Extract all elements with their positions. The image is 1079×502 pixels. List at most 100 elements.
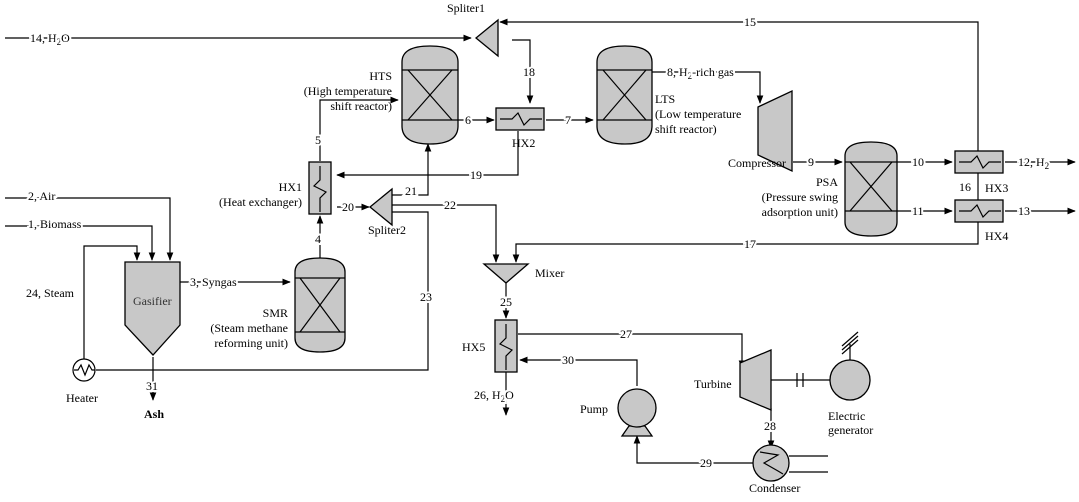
- stream-10-label: 10: [912, 155, 924, 169]
- stream-29-label: 29: [700, 456, 712, 470]
- smr-name-label: SMR: [263, 306, 288, 320]
- stream-15-line: [499, 18, 979, 153]
- smr-desc-line2: reforming unit): [214, 336, 288, 350]
- hts-reactor: [401, 45, 459, 145]
- stream-12-label: 12, H2: [1018, 155, 1049, 171]
- turbine-label: Turbine: [694, 377, 732, 391]
- gasifier-shape: [124, 261, 181, 356]
- hx5-exchanger: [494, 319, 518, 373]
- unit-labels: Spliter1 Spliter2 HTS (High temperature …: [66, 1, 1008, 495]
- stream-30-label: 30: [562, 353, 574, 367]
- hx2-label: HX2: [512, 136, 535, 150]
- hx5-label: HX5: [462, 340, 485, 354]
- hts-desc-line1: (High temperature: [304, 84, 392, 98]
- stream-19-line: [336, 131, 519, 179]
- stream-17-line: [512, 222, 979, 263]
- stream-21-line: [391, 143, 432, 196]
- stream-29-line: [633, 435, 753, 464]
- stream-21-label: 21: [405, 184, 417, 198]
- lts-desc-line2: shift reactor): [655, 122, 717, 136]
- stream-1-label: 1, Biomass: [28, 217, 82, 231]
- hx4-exchanger: [954, 199, 1004, 223]
- stream-25-label: 25: [500, 295, 512, 309]
- stream-5-label: 5: [315, 133, 321, 147]
- hx2-exchanger: [495, 107, 545, 131]
- stream-31-label: 31: [146, 379, 158, 393]
- stream-14-label: 14, H2O: [30, 31, 70, 47]
- stream-20-label: 20: [342, 200, 354, 214]
- hts-desc-line2: shift reactor): [330, 99, 392, 113]
- stream-17-label: 17: [744, 237, 756, 251]
- stream-4-label: 4: [315, 232, 321, 246]
- psa-desc-line2: adsorption unit): [762, 205, 838, 219]
- stream-6-label: 6: [465, 113, 471, 127]
- turbine-shape: [739, 349, 772, 411]
- stream-5-line: [319, 96, 399, 161]
- stream-22-label: 22: [444, 198, 456, 212]
- stream-3-label: 3, Syngas: [190, 275, 237, 289]
- stream-22-line: [391, 204, 500, 263]
- psa-desc-line1: (Pressure swing: [762, 190, 838, 204]
- pump: [617, 388, 657, 437]
- lts-name-label: LTS: [655, 92, 675, 106]
- psa-unit: [844, 141, 898, 237]
- hx4-label: HX4: [985, 229, 1008, 243]
- lts-reactor: [596, 45, 653, 145]
- hx3-exchanger: [954, 150, 1004, 174]
- heater: [72, 358, 96, 382]
- hts-name-label: HTS: [369, 69, 392, 83]
- stream-2-line: [5, 197, 174, 261]
- stream-30-line: [519, 356, 638, 386]
- stream-26-label: 26, H2O: [474, 388, 514, 404]
- hx3-label: HX3: [985, 181, 1008, 195]
- stream-labels: 2, Air 1, Biomass 3, Syngas 4 5 6 7 8, H…: [24, 13, 1051, 472]
- stream-1-line: [5, 225, 156, 261]
- gasifier-label: Gasifier: [133, 294, 172, 308]
- stream-2-label: 2, Air: [28, 189, 55, 203]
- stream-9-label: 9: [808, 155, 814, 169]
- pump-label: Pump: [580, 402, 608, 416]
- spliter1-label: Spliter1: [447, 1, 485, 15]
- electric-generator: [829, 331, 871, 401]
- spliter2-shape: [368, 187, 393, 227]
- condenser-label: Condenser: [749, 481, 800, 495]
- stream-8-label: 8, H2-rich gas: [667, 65, 734, 81]
- condenser: [752, 444, 790, 482]
- stream-lines: [5, 18, 1076, 473]
- smr-unit: [294, 257, 346, 353]
- hx1-exchanger: [308, 161, 332, 215]
- compressor-shape: [757, 89, 793, 173]
- stream-27-line: [518, 333, 746, 369]
- hx1-name-label: HX1: [279, 180, 302, 194]
- mixer-shape: [482, 263, 530, 284]
- stream-18-line: [512, 39, 534, 104]
- stream-23-line: [96, 211, 429, 371]
- compressor-label: Compressor: [728, 156, 786, 170]
- stream-28-label: 28: [764, 419, 776, 433]
- stream-24-line: [83, 245, 141, 359]
- mixer-label: Mixer: [535, 266, 564, 280]
- stream-27-label: 27: [620, 327, 632, 341]
- lts-desc-line1: (Low temperature: [655, 107, 741, 121]
- stream-8-line: [652, 71, 764, 104]
- stream-16-label: 16: [959, 180, 971, 194]
- stream-13-label: 13: [1018, 204, 1030, 218]
- stream-19-label: 19: [470, 168, 482, 182]
- stream-11-label: 11: [912, 204, 924, 218]
- ash-label: Ash: [144, 407, 164, 421]
- hx1-desc-label: (Heat exchanger): [219, 195, 302, 209]
- heater-label: Heater: [66, 391, 98, 405]
- stream-24-label: 24, Steam: [26, 286, 75, 300]
- generator-label-line2: generator: [828, 423, 873, 437]
- stream-18-label: 18: [523, 65, 535, 79]
- smr-desc-line1: (Steam methane: [210, 321, 288, 335]
- spliter1-shape: [474, 18, 499, 58]
- stream-7-label: 7: [565, 113, 571, 127]
- psa-name-label: PSA: [816, 175, 838, 189]
- stream-15-label: 15: [744, 15, 756, 29]
- stream-23-label: 23: [420, 290, 432, 304]
- generator-label-line1: Electric: [828, 409, 865, 423]
- spliter2-label: Spliter2: [368, 223, 406, 237]
